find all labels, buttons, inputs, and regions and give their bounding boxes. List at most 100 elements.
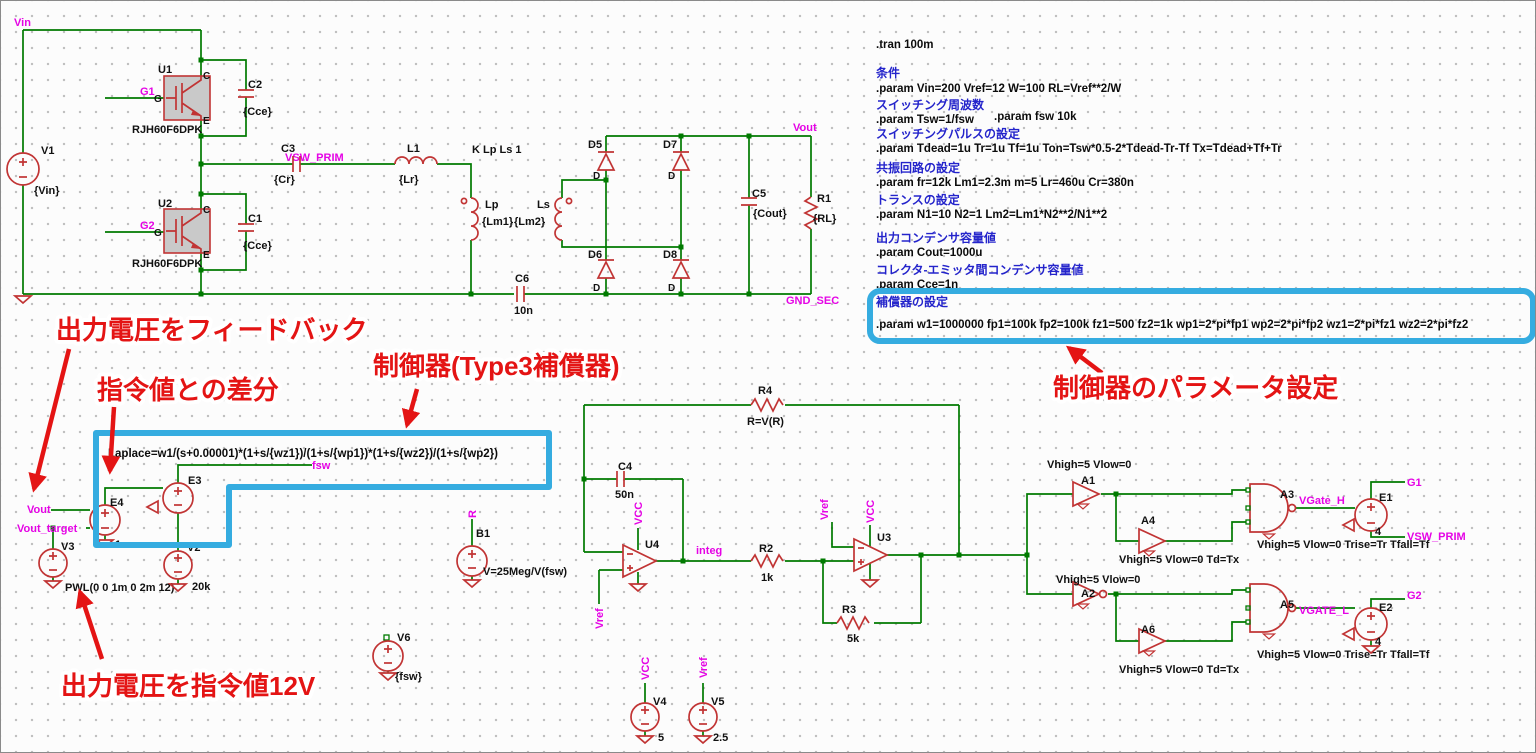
res-r3[interactable]: R3 5k xyxy=(836,604,870,645)
v1-value[interactable]: {Vin} xyxy=(34,185,60,197)
cap-c4[interactable]: C4 50n xyxy=(615,461,634,501)
net-label-g2-out[interactable]: G2 xyxy=(1407,590,1422,602)
spice-line[interactable]: コレクタ-エミッタ間コンデンサ容量値 xyxy=(876,262,1084,277)
inv-a2[interactable]: A2 Vhigh=5 Vlow=0 xyxy=(1056,574,1140,610)
v2-value[interactable]: 20k xyxy=(192,581,211,593)
source-v3[interactable]: V3 PWL(0 0 1m 0 2m 12) xyxy=(38,541,175,594)
net-label-vref-u3[interactable]: Vref xyxy=(819,499,831,520)
u2-label[interactable]: U2 xyxy=(158,198,172,210)
c1-value[interactable]: {Cce} xyxy=(243,240,272,252)
res-r4[interactable]: R4 R=V(R) xyxy=(747,385,784,428)
a3-params[interactable]: Vhigh=5 Vlow=0 Trise=Tr Tfall=Tf xyxy=(1257,539,1430,551)
d5-label[interactable]: D5 xyxy=(588,139,602,151)
e4-label[interactable]: E4 xyxy=(110,497,124,509)
source-e2[interactable]: E2 4 xyxy=(1342,602,1392,654)
spice-line[interactable]: .param N1=10 N2=1 Lm2=Lm1*N2**2/N1**2 xyxy=(876,209,1107,221)
spice-line[interactable]: スイッチングパルスの設定 xyxy=(876,126,1020,141)
ind-l1[interactable]: L1 {Lr} xyxy=(394,143,438,186)
spice-line[interactable]: .param fsw 10k xyxy=(994,111,1077,123)
spice-line[interactable]: .tran 100m xyxy=(876,39,934,51)
u1-label[interactable]: U1 xyxy=(158,64,172,76)
spice-line[interactable]: トランスの設定 xyxy=(876,192,960,207)
source-v1[interactable]: V1 {Vin} xyxy=(6,145,60,197)
c4-value[interactable]: 50n xyxy=(615,489,634,501)
igbt-u2[interactable]: U2 C E G RJH60F6DPK G2 xyxy=(132,198,211,270)
net-label-vout-top[interactable]: Vout xyxy=(793,122,817,134)
buf-a4[interactable]: A4 Vhigh=5 Vlow=0 Td=Tx xyxy=(1119,515,1240,566)
k-statement[interactable]: K Lp Ls 1 xyxy=(472,144,522,156)
v3-label[interactable]: V3 xyxy=(61,541,74,553)
l1-value[interactable]: {Lr} xyxy=(399,174,419,186)
l1-label[interactable]: L1 xyxy=(407,143,420,155)
spice-line[interactable]: .param fr=12k Lm1=2.3m m=5 Lr=460u Cr=38… xyxy=(876,177,1134,189)
r1-label[interactable]: R1 xyxy=(817,193,831,205)
e1-label[interactable]: E1 xyxy=(1379,492,1392,504)
buf-a6[interactable]: A6 Vhigh=5 Vlow=0 Td=Tx xyxy=(1119,624,1240,676)
spice-directives[interactable]: .tran 100m 条件 .param Vin=200 Vref=12 W=1… xyxy=(875,39,1468,331)
net-label-vcc-u4[interactable]: VCC xyxy=(633,502,645,525)
r2-value[interactable]: 1k xyxy=(761,572,774,584)
source-v6[interactable]: V6 {fsw} xyxy=(372,632,423,683)
cap-c5[interactable]: C5 {Cout} xyxy=(740,188,787,220)
spice-line[interactable]: 補償器の設定 xyxy=(875,294,948,309)
lp-label[interactable]: Lp xyxy=(485,199,499,211)
u4-label[interactable]: U4 xyxy=(645,539,660,551)
source-v2[interactable]: V2 20k xyxy=(163,542,211,593)
buf-a1[interactable]: A1 Vhigh=5 Vlow=0 xyxy=(1047,459,1131,510)
a6-label[interactable]: A6 xyxy=(1141,624,1155,636)
a2-label[interactable]: A2 xyxy=(1081,588,1095,600)
res-r1[interactable]: R1 {RL} xyxy=(804,193,837,230)
c6-label[interactable]: C6 xyxy=(515,273,529,285)
a4-label[interactable]: A4 xyxy=(1141,515,1156,527)
spice-line[interactable]: 条件 xyxy=(875,65,900,80)
d7-label[interactable]: D7 xyxy=(663,139,677,151)
net-label-vgate-h[interactable]: VGate_H xyxy=(1299,495,1345,507)
r1-value[interactable]: {RL} xyxy=(813,213,837,225)
c6-value[interactable]: 10n xyxy=(514,305,533,317)
a5-label[interactable]: A5 xyxy=(1280,599,1294,611)
b1-label[interactable]: B1 xyxy=(476,528,490,540)
c1-label[interactable]: C1 xyxy=(248,213,262,225)
spice-line[interactable]: .param Cout=1000u xyxy=(876,247,982,259)
net-label-vcc-v4[interactable]: VCC xyxy=(640,657,652,680)
source-e1[interactable]: E1 4 xyxy=(1342,492,1392,538)
lp-value[interactable]: {Lm1} xyxy=(482,216,514,228)
opamp-u3[interactable]: U3 Vref VCC xyxy=(819,499,891,588)
and-a3[interactable]: A3 Vhigh=5 Vlow=0 Trise=Tr Tfall=Tf xyxy=(1245,483,1430,551)
ls-value[interactable]: {Lm2} xyxy=(514,216,546,228)
source-e3[interactable]: E3 xyxy=(146,475,201,514)
b1-value[interactable]: V=25Meg/V(fsw) xyxy=(483,566,567,578)
net-label-fsw[interactable]: fsw xyxy=(312,460,331,472)
opamp-u4[interactable]: U4 VCC Vref xyxy=(594,502,660,629)
transformer-ls[interactable]: Ls {Lm2} xyxy=(514,197,573,241)
v1-label[interactable]: V1 xyxy=(41,145,54,157)
d6-label[interactable]: D6 xyxy=(588,249,602,261)
secondary-wires[interactable] xyxy=(524,135,812,295)
net-label-vout-fb[interactable]: Vout xyxy=(27,504,51,516)
e1-gain[interactable]: 4 xyxy=(1375,526,1382,538)
transformer-lp[interactable]: Lp {Lm1} xyxy=(460,197,514,241)
u1-model[interactable]: RJH60F6DPK xyxy=(132,124,202,136)
r3-value[interactable]: 5k xyxy=(847,633,860,645)
spice-line[interactable]: スイッチング周波数 xyxy=(876,97,985,112)
e2-label[interactable]: E2 xyxy=(1379,602,1392,614)
net-label-vref-u4[interactable]: Vref xyxy=(594,608,606,629)
net-label-g1[interactable]: G1 xyxy=(140,86,155,98)
spice-line[interactable]: .param w1=1000000 fp1=100k fp2=100k fz1=… xyxy=(876,319,1468,331)
e3-label[interactable]: E3 xyxy=(188,475,201,487)
cap-c1[interactable]: C1 {Cce} xyxy=(237,213,272,252)
net-label-vref-v5[interactable]: Vref xyxy=(698,657,710,678)
net-label-g2[interactable]: G2 xyxy=(140,220,155,232)
net-label-vcc-u3[interactable]: VCC xyxy=(865,500,877,523)
spice-line[interactable]: 出力コンデンサ容量値 xyxy=(876,230,996,245)
u3-label[interactable]: U3 xyxy=(877,532,891,544)
net-label-vout-target[interactable]: Vout_target xyxy=(17,523,78,535)
v6-value[interactable]: {fsw} xyxy=(395,671,423,683)
e2-gain[interactable]: 4 xyxy=(1375,636,1382,648)
net-label-integ[interactable]: integ xyxy=(696,545,722,557)
and-a5[interactable]: A5 Vhigh=5 Vlow=0 Trise=Tr Tfall=Tf xyxy=(1245,583,1430,661)
source-v4[interactable]: VCC V4 5 xyxy=(630,657,667,744)
diode-d6[interactable]: D6 D xyxy=(588,249,615,294)
a5-params[interactable]: Vhigh=5 Vlow=0 Trise=Tr Tfall=Tf xyxy=(1257,649,1430,661)
